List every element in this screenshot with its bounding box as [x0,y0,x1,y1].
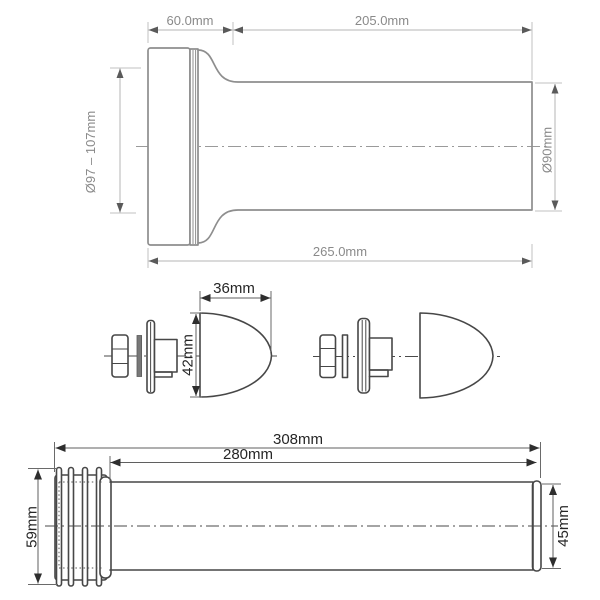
dim-label-connector-diameter: 59mm [24,506,41,548]
bolt-body [368,337,393,371]
hex-nut [319,334,337,379]
bolt-flange-plate [357,317,371,394]
dim-label-outlet-diameter: Ø90mm [540,127,555,173]
dim-label-pipe-diameter: 45mm [555,505,572,547]
washer [341,334,349,379]
pipe-outline [197,49,533,244]
hex-nut [111,334,129,378]
dim-label-inlet-diameter: Ø97 – 107mm [83,111,98,193]
bolt-body [153,338,178,373]
fixing-kit-right [313,312,500,399]
washer [136,335,142,377]
pan-connector-side-view: 60.0mm 205.0mm 265.0mm Ø97 – 107mm Ø90mm [83,13,562,268]
dim-label-overall-length: 308mm [273,431,323,448]
bolt-body-lip [368,369,389,378]
gasket-rib-strip [189,48,199,246]
seal-rib [55,466,63,587]
dome-cap [199,312,273,398]
dim-label-pipe-length: 205.0mm [355,13,409,28]
seal-rib [81,466,89,587]
seal-rib [67,466,75,587]
dim-label-flange-length: 60.0mm [167,13,214,28]
connector-collar [99,476,112,579]
dome-cap [419,312,494,399]
dim-label-cap-depth: 36mm [213,280,255,297]
fixing-kit-left: 36mm 42mm [104,280,277,398]
dim-label-pipe-length: 280mm [223,446,273,463]
dim-label-overall-length: 265.0mm [313,244,367,259]
flange-body [147,47,191,246]
bolt-body-lip [153,371,173,378]
hidden-edge-lines [58,481,103,569]
extension-pipe-side-view: 308mm 280mm 59mm 45mm [24,431,572,587]
dim-label-cap-height: 42mm [180,334,197,376]
